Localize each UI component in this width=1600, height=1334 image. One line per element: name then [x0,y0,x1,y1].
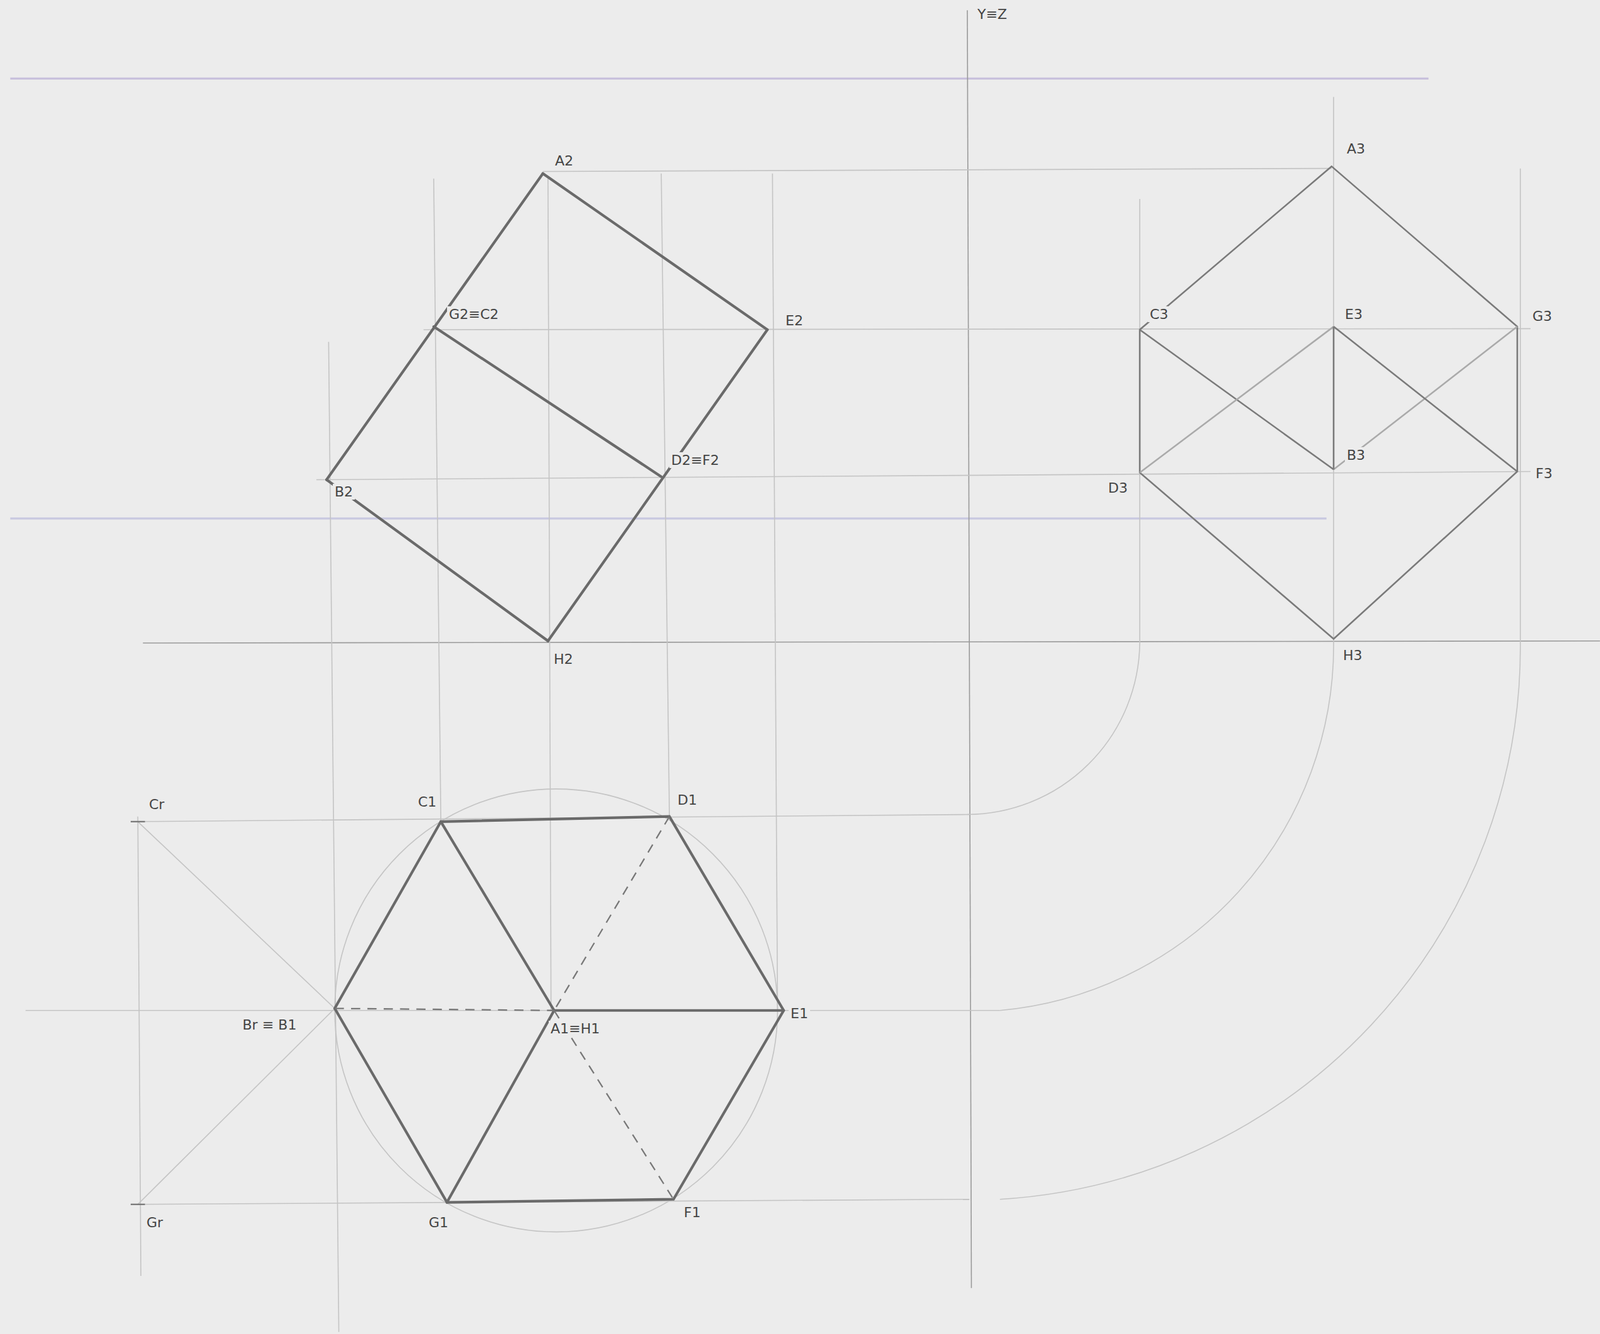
point-label: Br ≡ B1 [240,1016,299,1033]
point-label: E2 [783,312,806,329]
point-label: G1 [426,1214,451,1230]
point-label: B3 [1344,447,1368,463]
point-label: H2 [551,650,576,667]
point-label: C1 [416,793,439,810]
point-label: H3 [1341,647,1365,663]
point-label: Cr [147,796,167,812]
point-label: E1 [788,1005,811,1021]
point-label: A1≡H1 [548,1020,602,1037]
point-label: D2≡F2 [669,452,722,468]
point-label: C3 [1147,306,1171,323]
point-label: G2≡C2 [447,306,501,323]
point-label: A3 [1344,140,1368,157]
point-label: A2 [553,152,576,169]
point-label: E3 [1343,306,1365,323]
point-label: Y≡Z [975,6,1009,23]
point-label: F1 [681,1204,703,1220]
point-label: G3 [1530,308,1554,324]
point-label: D1 [675,791,699,808]
point-label: B2 [332,483,355,500]
point-label: Gr [144,1214,165,1230]
point-label: D3 [1106,479,1130,496]
point-label: F3 [1533,465,1555,482]
